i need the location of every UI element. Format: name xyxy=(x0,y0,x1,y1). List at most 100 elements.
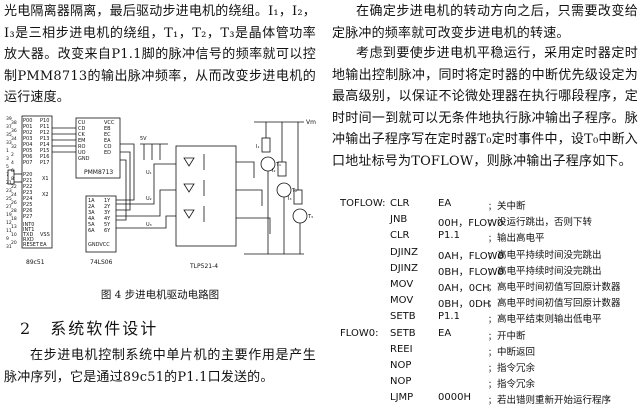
label-gnd: GND xyxy=(78,156,90,162)
code-comment: 指令冗余 xyxy=(488,360,535,374)
code-opcode: MOV xyxy=(390,279,414,290)
label-6a: 6A xyxy=(88,228,95,234)
pin-number: 7 xyxy=(6,172,9,178)
code-label: FLOW0: xyxy=(340,327,379,339)
label-p04: P04 xyxy=(23,142,32,148)
label-u3: U₃ xyxy=(146,222,152,228)
label-ck: CK xyxy=(78,132,85,138)
label-i2: I₂ xyxy=(272,168,275,174)
code-opcode: REEI xyxy=(390,343,413,355)
label-p22: P22 xyxy=(23,184,32,190)
pin-number: 37 xyxy=(6,124,12,130)
chip-74ls06-body xyxy=(85,195,117,253)
label-x1: X1 xyxy=(42,176,49,182)
label-int1: INT1 xyxy=(23,227,34,233)
code-operand: 00H，FLOW0 xyxy=(438,218,504,230)
label-3a: 3A xyxy=(88,210,95,216)
label-p25: P25 xyxy=(23,202,32,208)
section-number: 2 xyxy=(20,319,33,338)
left-paragraph-1: 光电隔离器隔离，最后驱动步进电机的绕组。I₁，I₂，I₃是三相步进电机的绕组，T… xyxy=(4,4,316,105)
code-operand: 0BH，0DH xyxy=(438,299,491,311)
pin-number: 1 xyxy=(6,148,9,154)
pin-number: 4 xyxy=(11,160,14,166)
code-opcode: JNB xyxy=(390,214,408,226)
code-comment: 开中断 xyxy=(488,328,526,342)
label-i3: I₃ xyxy=(288,196,291,202)
right-paragraph-1: 在确定步进电机的转动方向之后，只需要改变给定脉冲的频率就可改变步进电机的转速。 xyxy=(332,4,638,41)
label-p20: P20 xyxy=(23,172,32,178)
label-ea: EA xyxy=(40,242,47,248)
label-p10: P10 xyxy=(40,118,49,124)
label-chip-89c51: 89c51 xyxy=(26,259,45,266)
label-i1: I₁ xyxy=(256,144,259,150)
label-chip-tlp: TLP521-4 xyxy=(189,263,218,270)
code-comment: 高电平时间初值写回原计数器 xyxy=(488,295,621,309)
code-opcode: SETB xyxy=(390,327,416,339)
label-p03: P03 xyxy=(23,136,32,142)
code-operand: 0BH，FLOW0 xyxy=(438,266,504,278)
circuit-figure: P00 P01 P02 P03 P04 P05 P06 P07 P10 P11 … xyxy=(4,104,318,274)
label-u1: U₁ xyxy=(146,170,152,176)
label-t1: T₁ xyxy=(275,162,281,168)
code-operand: P1.1 xyxy=(438,311,460,323)
label-ro: RO xyxy=(78,144,85,150)
pin-number: 19 xyxy=(6,212,12,218)
pin-number: 9 xyxy=(6,236,9,242)
label-x2: X2 xyxy=(42,192,49,198)
label-ea2: EA xyxy=(104,138,111,144)
chip-tlp-body xyxy=(175,145,237,247)
pin-numbers: 3938373635343332123456782122232425262728… xyxy=(6,116,17,250)
pin-number: 39 xyxy=(6,116,12,122)
label-p15: P15 xyxy=(40,148,49,154)
code-opcode: CLR xyxy=(390,230,410,242)
left-column: 光电隔离器隔离，最后驱动步进电机的绕组。I₁，I₂，I₃是三相步进电机的绕组，T… xyxy=(0,0,320,407)
right-paragraph-2: 考虑到要使步进电机平稳运行，采用定时器定时地输出控制脉冲，同时将定时器的中断优先… xyxy=(332,46,638,169)
pin-number: 25 xyxy=(6,196,12,202)
code-opcode: LJMP xyxy=(390,392,414,404)
label-co: CO xyxy=(104,144,111,150)
label-rxd: RXD xyxy=(23,237,34,243)
pin-number: 35 xyxy=(6,132,12,138)
pin-number: 33 xyxy=(6,140,12,146)
code-opcode: NOP xyxy=(390,376,412,388)
label-cd: CD xyxy=(78,126,85,132)
label-p21: P21 xyxy=(23,178,32,184)
label-p24: P24 xyxy=(23,196,32,202)
label-p00: P00 xyxy=(23,118,32,124)
code-operand: EA xyxy=(438,198,452,209)
code-opcode: SETB xyxy=(390,311,416,323)
code-opcode: NOP xyxy=(390,360,412,371)
pin-number: 27 xyxy=(6,204,12,210)
label-4y: 4Y xyxy=(104,216,111,222)
code-comment: 关中断 xyxy=(488,198,526,212)
pin-number: 23 xyxy=(6,188,12,194)
code-operand: 0AH，0CH xyxy=(438,283,490,294)
pin-number: 13 xyxy=(11,224,17,230)
label-eb: EB xyxy=(104,126,111,132)
label-5y: 5Y xyxy=(104,222,111,228)
label-p02: P02 xyxy=(23,130,32,136)
label-p14: P14 xyxy=(40,142,49,148)
label-vm: Vm xyxy=(306,119,316,126)
section-title: 系统软件设计 xyxy=(50,319,159,338)
pin-number: 2 xyxy=(11,152,14,158)
pin-number: 10 xyxy=(11,232,17,238)
code-opcode: MOV xyxy=(390,295,414,307)
label-ec: EC xyxy=(104,132,111,138)
label-2a: 2A xyxy=(88,204,95,210)
code-operand: 0AH，FLOW0 xyxy=(438,250,504,262)
pin-number: 11 xyxy=(6,228,12,234)
label-u2: U₂ xyxy=(146,196,152,202)
label-5v: 5V xyxy=(140,136,147,142)
label-5a: 5A xyxy=(88,222,95,228)
pin-number: 22 xyxy=(11,184,17,190)
pin-number: 21 xyxy=(6,180,12,186)
label-p06: P06 xyxy=(23,154,32,160)
pin-number: 31 xyxy=(6,244,12,250)
label-p16: P16 xyxy=(40,154,49,160)
code-operand: 0000H xyxy=(438,392,471,404)
pin-number: 36 xyxy=(11,128,17,134)
pin-number: 26 xyxy=(11,200,17,206)
label-p11: P11 xyxy=(40,124,49,130)
label-2y: 2Y xyxy=(104,204,111,210)
